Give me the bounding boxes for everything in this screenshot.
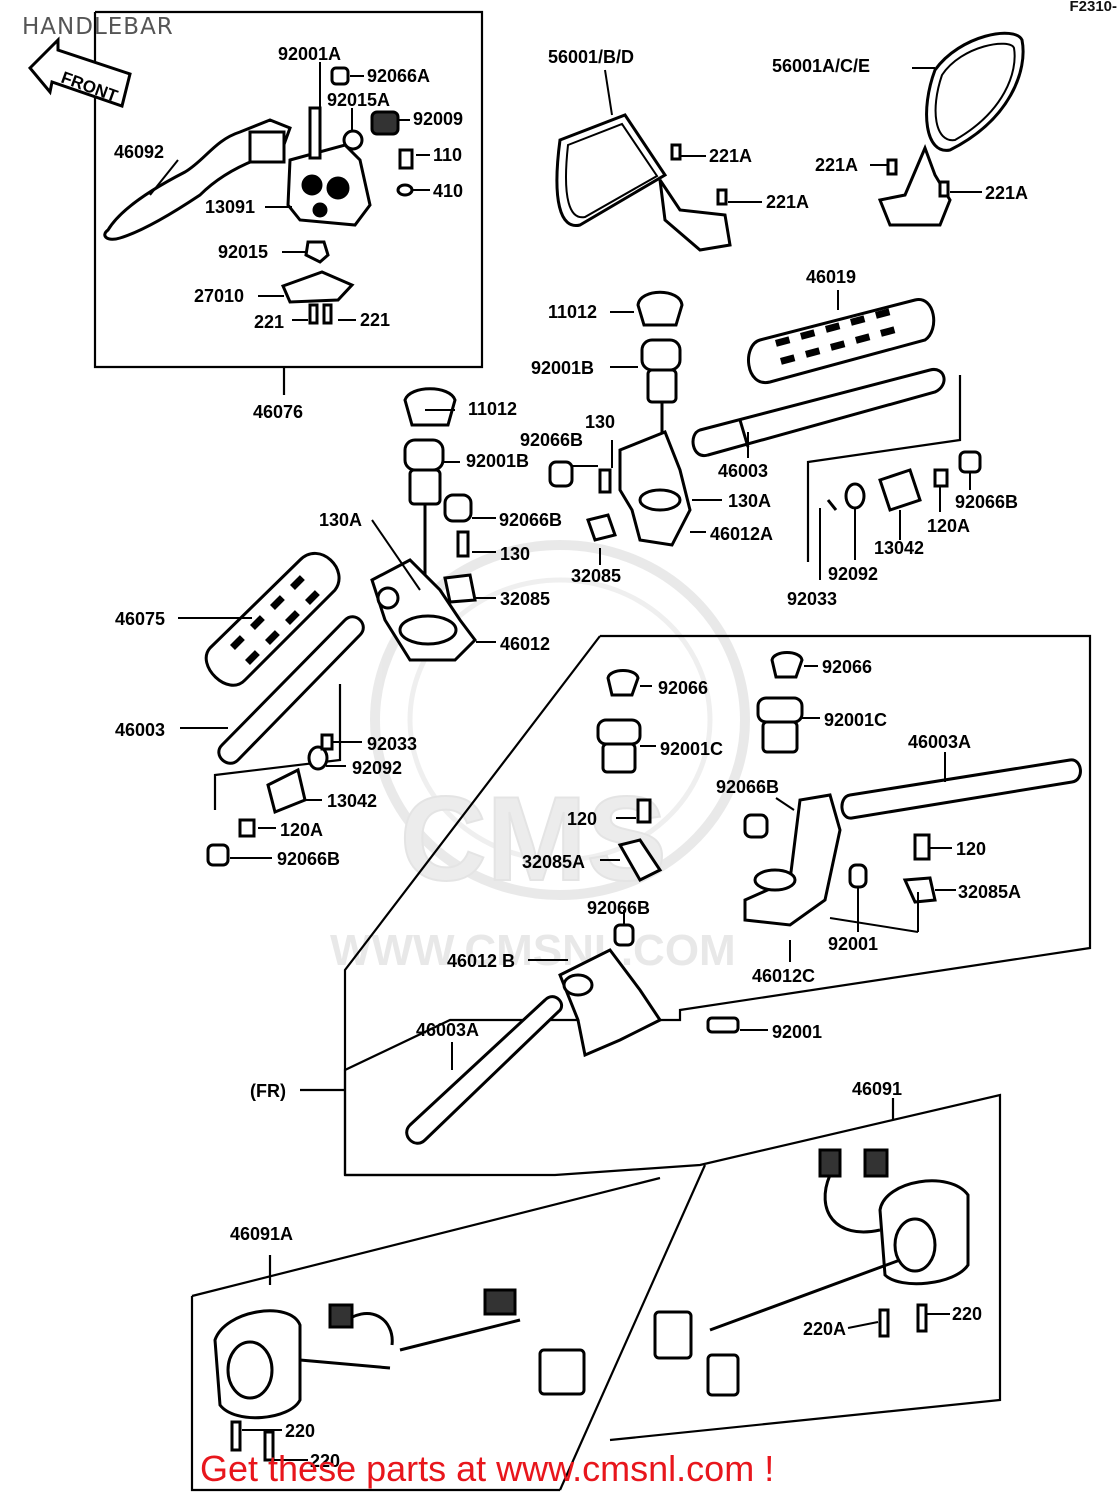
lower-cap-drawing: [403, 387, 477, 604]
svg-text:CMS: CMS: [400, 772, 667, 906]
leader-lines: [149, 62, 982, 1461]
label-right-end-bolt: 120A: [927, 516, 970, 536]
footer-banner-link[interactable]: Get these parts at www.cmsnl.com !: [200, 1448, 775, 1489]
label-left-grip: 46075: [115, 609, 165, 629]
label-fr-guide-right: 32085A: [958, 882, 1021, 902]
label-fr-handlebar-left: 46003A: [416, 1020, 479, 1040]
label-right-weight: 13042: [874, 538, 924, 558]
left-end-parts-drawing: [206, 733, 334, 867]
label-holder-nut: 92015: [218, 242, 268, 262]
label-upper-nut-b: 92001B: [531, 358, 594, 378]
label-fr-handlebar-right: 46003A: [908, 732, 971, 752]
watermark-text: WWW.CMSNL.COM: [330, 926, 736, 975]
label-mirror-right-screw-a: 221A: [815, 155, 858, 175]
label-right-grip: 46019: [806, 267, 856, 287]
part-labels: 46076 92001A 92066A 92015A 92009 46092 1…: [114, 44, 1028, 1471]
label-fr-nut-right: 92001C: [824, 710, 887, 730]
label-clamp-screw-right: 221: [360, 310, 390, 330]
label-mirror-left: 56001/B/D: [548, 47, 634, 67]
label-left-damper: 92092: [352, 758, 402, 778]
page-title: HANDLEBAR: [22, 14, 174, 40]
label-fr-cap-b-lower: 92066B: [587, 898, 650, 918]
label-right-switch-screw-a: 220A: [803, 1319, 846, 1339]
label-left-end-bolt: 120A: [280, 820, 323, 840]
left-handlebar-drawing: [217, 615, 365, 765]
label-right-damper: 92092: [828, 564, 878, 584]
label-upper-bolt: 130: [585, 412, 615, 432]
label-mirror-left-screw-b: 221A: [766, 192, 809, 212]
label-upper-cap: 11012: [548, 302, 597, 322]
label-lever-bolt: 92009: [413, 109, 463, 129]
label-left-end-cap: 92066B: [277, 849, 340, 869]
front-arrow-icon: FRONT: [27, 36, 132, 108]
label-left-weight: 13042: [327, 791, 377, 811]
group-frames: [93, 10, 1092, 1492]
label-clamp-screw-left: 221: [254, 312, 284, 332]
label-fr-nut-left: 92001C: [660, 739, 723, 759]
left-switch-drawing: [213, 1288, 586, 1462]
upper-holder-drawing: [548, 430, 692, 547]
label-left-handlebar: 46003: [115, 720, 165, 740]
right-handlebar-drawing: [691, 368, 946, 458]
label-mirror-right: 56001A/C/E: [772, 56, 870, 76]
label-upper-holder-a: 46012A: [710, 524, 773, 544]
label-holder-bolt: 110: [433, 145, 462, 165]
label-upper-cap-b: 92066B: [520, 430, 583, 450]
label-mirror-left-screw-a: 221A: [709, 146, 752, 166]
figure-code: F2310-: [1069, 0, 1117, 15]
label-right-end-cap: 92066B: [955, 492, 1018, 512]
label-right-switch: 46091: [852, 1079, 902, 1099]
label-holder-clamp: 27010: [194, 286, 244, 306]
clutch-lever-drawing: [103, 118, 292, 241]
right-end-parts-drawing: [826, 450, 982, 512]
fr-assembly-drawing: [405, 651, 1082, 1145]
label-right-switch-screw: 220: [952, 1304, 982, 1324]
label-fr-cap-right: 92066: [822, 657, 872, 677]
lever-holder-drawing: [280, 66, 414, 325]
label-lower-nut-b: 92001B: [466, 451, 529, 471]
upper-cap-drawing: [636, 290, 684, 450]
label-fr-guide-left: 32085A: [522, 852, 585, 872]
mirror-right-drawing: [877, 31, 1025, 227]
right-grip-drawing: [747, 298, 936, 384]
label-lower-cap: 11012: [468, 399, 517, 419]
label-left-switch: 46091A: [230, 1224, 293, 1244]
label-fr-holder-b: 46012 B: [447, 951, 515, 971]
label-lever-pin-cap: 92066A: [367, 66, 430, 86]
label-fr-bolt-left: 120: [567, 809, 597, 829]
label-mirror-right-screw-b: 221A: [985, 183, 1028, 203]
label-fr-group: (FR): [250, 1081, 286, 1101]
label-fr-holder-c: 46012C: [752, 966, 815, 986]
label-left-switch-screw-a: 220: [285, 1421, 315, 1441]
label-lever-nut: 92015A: [327, 90, 390, 110]
label-upper-pin-a: 130A: [728, 491, 771, 511]
label-upper-guide: 32085: [571, 566, 621, 586]
label-fr-pin-lower: 92001: [772, 1022, 822, 1042]
label-left-holder: 46012: [500, 634, 550, 654]
label-group-left-lever: 46076: [253, 402, 303, 422]
label-fr-bolt-right: 120: [956, 839, 986, 859]
mirror-left-drawing: [555, 113, 732, 252]
label-right-handlebar: 46003: [718, 461, 768, 481]
label-fr-cap-left: 92066: [658, 678, 708, 698]
label-lower-pin-a: 130A: [319, 510, 362, 530]
label-right-clip: 92033: [787, 589, 837, 609]
label-fr-pin-right: 92001: [828, 934, 878, 954]
label-lower-cap-b: 92066B: [499, 510, 562, 530]
right-switch-drawing: [653, 1148, 970, 1397]
label-lever-holder: 13091: [205, 197, 255, 217]
left-grip-drawing: [204, 552, 341, 687]
label-holder-washer: 410: [433, 181, 463, 201]
label-clutch-lever: 46092: [114, 142, 164, 162]
left-holder-drawing: [370, 558, 477, 662]
label-lower-bolt: 130: [500, 544, 530, 564]
label-mount-pin: 92001A: [278, 44, 341, 64]
label-left-clip: 92033: [367, 734, 417, 754]
label-fr-cap-b-right: 92066B: [716, 777, 779, 797]
label-lower-guide: 32085: [500, 589, 550, 609]
label-left-switch-screw-b: 220: [310, 1451, 340, 1471]
